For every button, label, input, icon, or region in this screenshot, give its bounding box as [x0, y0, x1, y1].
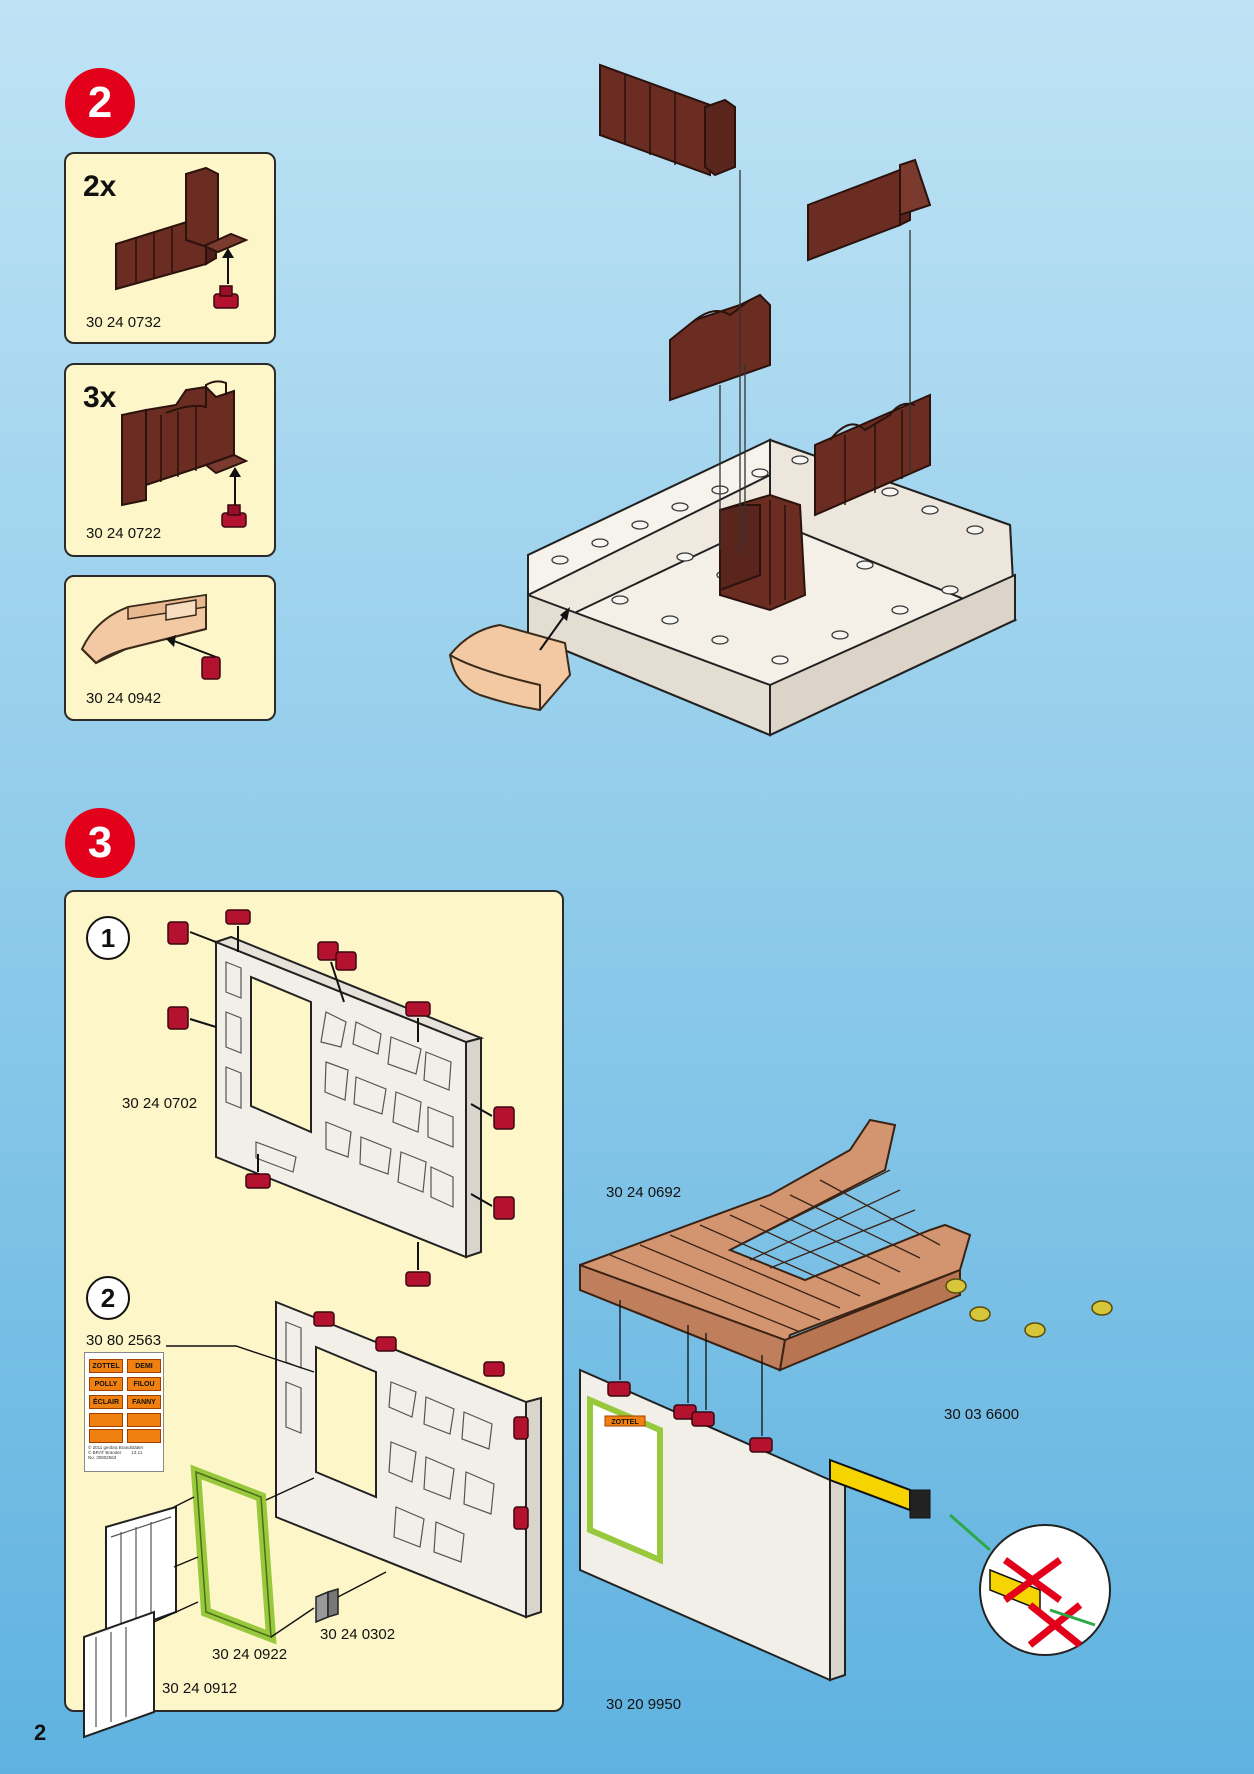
door-part-number: 30 24 0912 — [162, 1680, 237, 1697]
sticker-zottel: ZOTTEL — [89, 1359, 123, 1373]
floor-part-number: 30 24 0692 — [606, 1184, 681, 1201]
door-sticker-text: ZOTTEL — [611, 1419, 639, 1426]
step-2-badge: 2 — [65, 68, 135, 138]
page-number: 2 — [34, 1720, 46, 1746]
part-number-label: 30 24 0942 — [86, 690, 161, 707]
part-callout-fence-straight: 2x 30 24 0732 — [64, 152, 276, 344]
connector-part-number: 30 03 6600 — [944, 1406, 1019, 1423]
sticker-polly: POLLY — [89, 1377, 123, 1391]
sticker-blank — [127, 1429, 161, 1443]
sticker-blank — [89, 1413, 123, 1427]
sticker-blank — [89, 1429, 123, 1443]
part-callout-step-block: 30 24 0942 — [64, 575, 276, 721]
sticker-filou: FILOU — [127, 1377, 161, 1391]
sticker-sheet: ZOTTEL DEMI POLLY FILOU ÉCLAIR FANNY © 2… — [84, 1352, 164, 1472]
sticker-blank — [127, 1413, 161, 1427]
frame-part-number: 30 24 0922 — [212, 1646, 287, 1663]
sticker-demi: DEMI — [127, 1359, 161, 1373]
sticker-fanny: FANNY — [127, 1395, 161, 1409]
wall-with-connectors-illustration — [66, 892, 566, 1312]
part-number-label: 30 24 0722 — [86, 525, 161, 542]
sticker-fine-print: © 2011 geobra Brandstätter © BRAT Brande… — [88, 1445, 143, 1460]
part-callout-fence-gate: 3x 30 24 0722 — [64, 363, 276, 557]
small-hook-part-number: 30 20 9950 — [606, 1696, 681, 1713]
wall-door-frame-illustration — [66, 1282, 566, 1702]
part-number-label: 30 24 0732 — [86, 314, 161, 331]
sticker-eclair: ÉCLAIR — [89, 1395, 123, 1409]
step-2-assembly-illustration — [470, 55, 1170, 775]
step-3-subassembly-panel: 1 30 24 0702 — [64, 890, 564, 1712]
hook-part-number: 30 24 0302 — [320, 1626, 395, 1643]
step-3-badge: 3 — [65, 808, 135, 878]
